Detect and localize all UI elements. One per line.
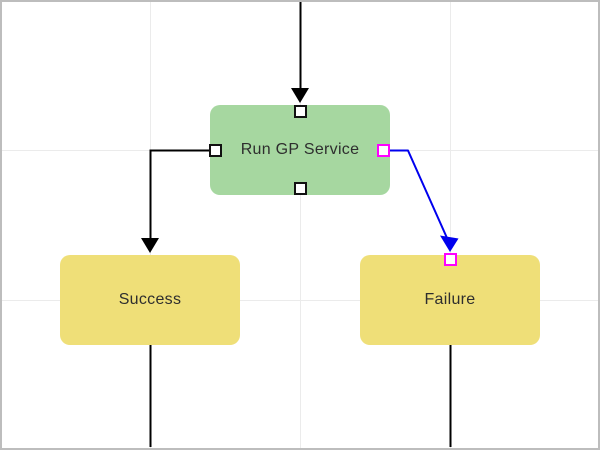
port-handle-run-top[interactable] — [294, 105, 307, 118]
connector-run-to-success[interactable] — [149, 149, 213, 241]
connector-run-to-failure[interactable] — [390, 149, 448, 239]
node-failure[interactable]: Failure — [360, 255, 540, 345]
arrowhead-run-to-failure — [440, 235, 459, 252]
port-handle-failure-top-selected[interactable] — [444, 253, 457, 266]
node-success[interactable]: Success — [60, 255, 240, 345]
node-run-gp-service-label: Run GP Service — [240, 141, 360, 158]
node-run-gp-service[interactable]: Run GP Service — [210, 105, 390, 195]
port-handle-run-right-selected[interactable] — [377, 144, 390, 157]
port-handle-run-bottom[interactable] — [294, 182, 307, 195]
node-success-label: Success — [118, 291, 182, 308]
node-failure-label: Failure — [424, 291, 476, 308]
arrowhead-incoming-top — [291, 88, 309, 103]
arrowhead-run-to-success — [141, 238, 159, 253]
port-handle-run-left[interactable] — [209, 144, 222, 157]
